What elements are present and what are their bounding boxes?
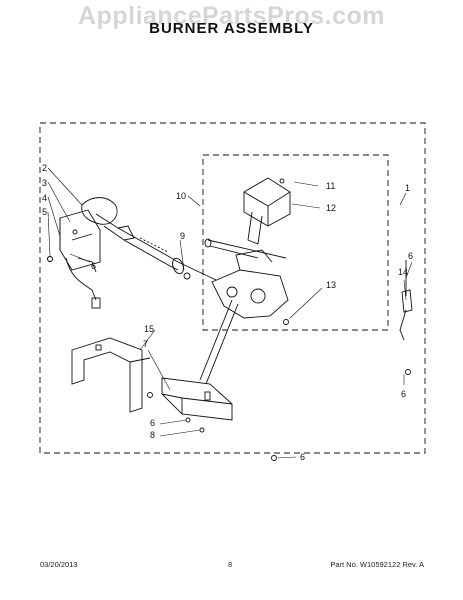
- feed-tube-part: [177, 261, 217, 281]
- callout-4: 4: [42, 193, 47, 203]
- callout-10: 10: [176, 191, 186, 201]
- callout-14: 14: [398, 267, 408, 277]
- callout-6: 6: [300, 452, 305, 462]
- callout-6: 6: [91, 261, 96, 271]
- mounting-bracket-part: [71, 337, 151, 413]
- callout-6: 6: [401, 389, 406, 399]
- diagram-title: BURNER ASSEMBLY: [149, 20, 314, 37]
- igniter-wire-part: [47, 256, 101, 309]
- support-plate-part: [161, 377, 233, 421]
- callout-12: 12: [326, 203, 336, 213]
- callout-2: 2: [42, 163, 47, 173]
- footer-page-number: 8: [228, 560, 233, 569]
- screw-part: [47, 178, 411, 461]
- watermark: AppliancePartsPros.com: [78, 2, 385, 30]
- callout-1: 1: [405, 183, 410, 193]
- footer-part-number: Part No. W10592122 Rev. A: [330, 560, 424, 569]
- callout-11: 11: [326, 181, 335, 191]
- callout-6: 6: [150, 418, 155, 428]
- footer-date: 03/20/2013: [40, 560, 78, 569]
- valve-assembly-boundary: [202, 154, 389, 331]
- callout-9: 9: [180, 231, 185, 241]
- support-rod-part: [205, 303, 239, 385]
- callout-5: 5: [42, 207, 47, 217]
- manifold-pipe-part: [207, 239, 287, 259]
- callout-15: 15: [144, 324, 154, 334]
- outer-assembly-boundary: [39, 122, 426, 454]
- burner-tube-part: [81, 197, 184, 275]
- callout-7: 7: [143, 339, 148, 349]
- callout-6: 6: [408, 251, 413, 261]
- valve-coil-part: [243, 177, 291, 245]
- support-rod-part: [199, 299, 233, 381]
- callout-13: 13: [326, 280, 336, 290]
- burner-bracket-part: [59, 209, 101, 271]
- gas-valve-part: [211, 249, 289, 319]
- callout-3: 3: [42, 178, 47, 188]
- callout-8: 8: [150, 430, 155, 440]
